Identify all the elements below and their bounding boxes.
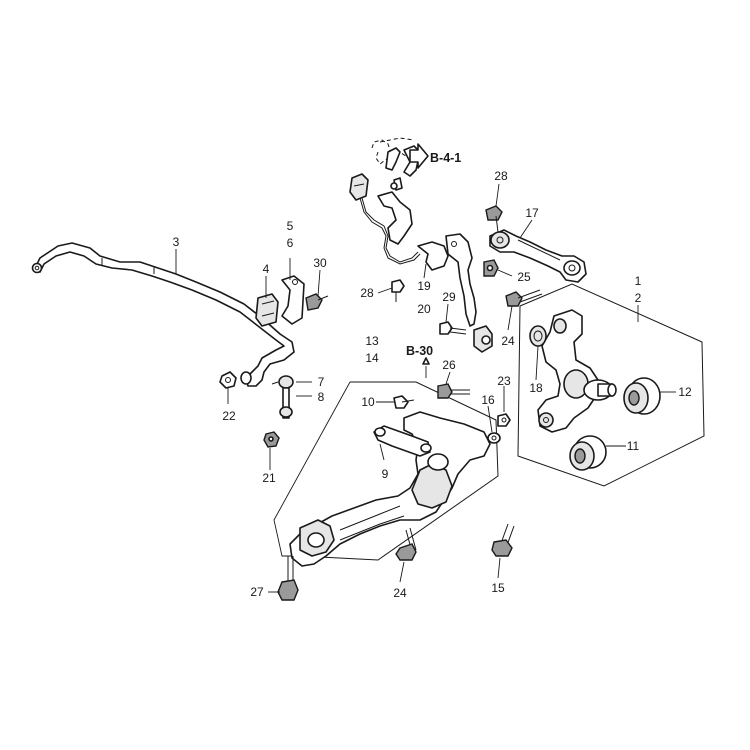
knuckle-assembly-frame (517, 283, 705, 487)
callout-4: 4 (263, 262, 270, 276)
b30-arrow (422, 357, 430, 365)
stabilizer-bushing-holder (281, 275, 305, 325)
callout-25: 25 (517, 270, 531, 284)
callout-8: 8 (318, 390, 325, 404)
nut-23 (497, 413, 511, 427)
callout-20: 20 (417, 302, 431, 316)
callout-18: 18 (529, 381, 543, 395)
callout-11: 11 (627, 439, 640, 453)
callout-7: 7 (318, 375, 325, 389)
upper-arm (489, 229, 587, 283)
lower-arm-frame (299, 381, 499, 561)
callout-24-upper: 24 (501, 334, 515, 348)
bushing-11 (569, 435, 607, 471)
adjuster-bolt-26 (437, 383, 470, 399)
callout-29: 29 (442, 290, 456, 304)
callout-28-lower: 28 (360, 286, 374, 300)
callout-2: 2 (635, 291, 642, 305)
callout-14: 14 (365, 351, 379, 365)
knuckle (537, 309, 617, 433)
reference-b30[interactable]: B-30 (406, 344, 433, 358)
callout-6: 6 (287, 236, 294, 250)
callout-26: 26 (442, 358, 456, 372)
upper-arm-nut-25 (483, 259, 499, 277)
nut-16 (487, 432, 501, 444)
knuckle-bolt-24a (505, 289, 543, 307)
reference-b41[interactable]: B-4-1 (430, 151, 461, 165)
callout-17: 17 (525, 206, 539, 220)
callout-12: 12 (678, 385, 692, 399)
stabilizer-bushing (255, 293, 279, 327)
detail-inset (371, 137, 421, 177)
lower-arm (289, 411, 491, 567)
link-nut-21 (263, 431, 280, 448)
callout-13: 13 (365, 334, 379, 348)
callout-1: 1 (635, 274, 642, 288)
callout-23: 23 (497, 374, 511, 388)
callout-3: 3 (173, 235, 180, 249)
callout-9: 9 (382, 467, 389, 481)
harness-bolt-28a (391, 279, 405, 302)
wheel-sensor-harness (349, 173, 493, 353)
callout-15: 15 (491, 581, 505, 595)
callout-27: 27 (250, 585, 264, 599)
leader-lines (175, 183, 676, 593)
callout-21: 21 (262, 471, 276, 485)
callout-16: 16 (481, 393, 495, 407)
link-nut-22 (219, 371, 237, 389)
washer-22b (240, 371, 252, 385)
stabilizer-link (271, 375, 294, 419)
callout-5: 5 (287, 219, 294, 233)
harness-bolt-29 (439, 321, 467, 335)
lower-arm-link-9 (373, 425, 432, 457)
callout-28-upper: 28 (494, 169, 508, 183)
holder-bolt-30 (305, 293, 329, 311)
callout-labels: 3 5 6 4 30 7 8 22 21 28 17 25 28 19 20 2… (173, 169, 692, 600)
callout-19: 19 (417, 279, 431, 293)
knuckle-bushing-18 (529, 325, 547, 347)
bolt-10 (393, 395, 415, 409)
callout-22: 22 (222, 409, 236, 423)
callout-10: 10 (361, 395, 375, 409)
flange-bolt-15 (491, 523, 515, 557)
bushing-12 (623, 377, 661, 415)
flange-bolt-24b (395, 527, 417, 561)
bolt-27 (277, 556, 299, 601)
upper-arm-bolt-28b (485, 205, 503, 233)
callout-30: 30 (313, 256, 327, 270)
reference-b41-arrow (409, 143, 429, 169)
stabilizer-bar (31, 242, 295, 387)
callout-24-lower: 24 (393, 586, 407, 600)
